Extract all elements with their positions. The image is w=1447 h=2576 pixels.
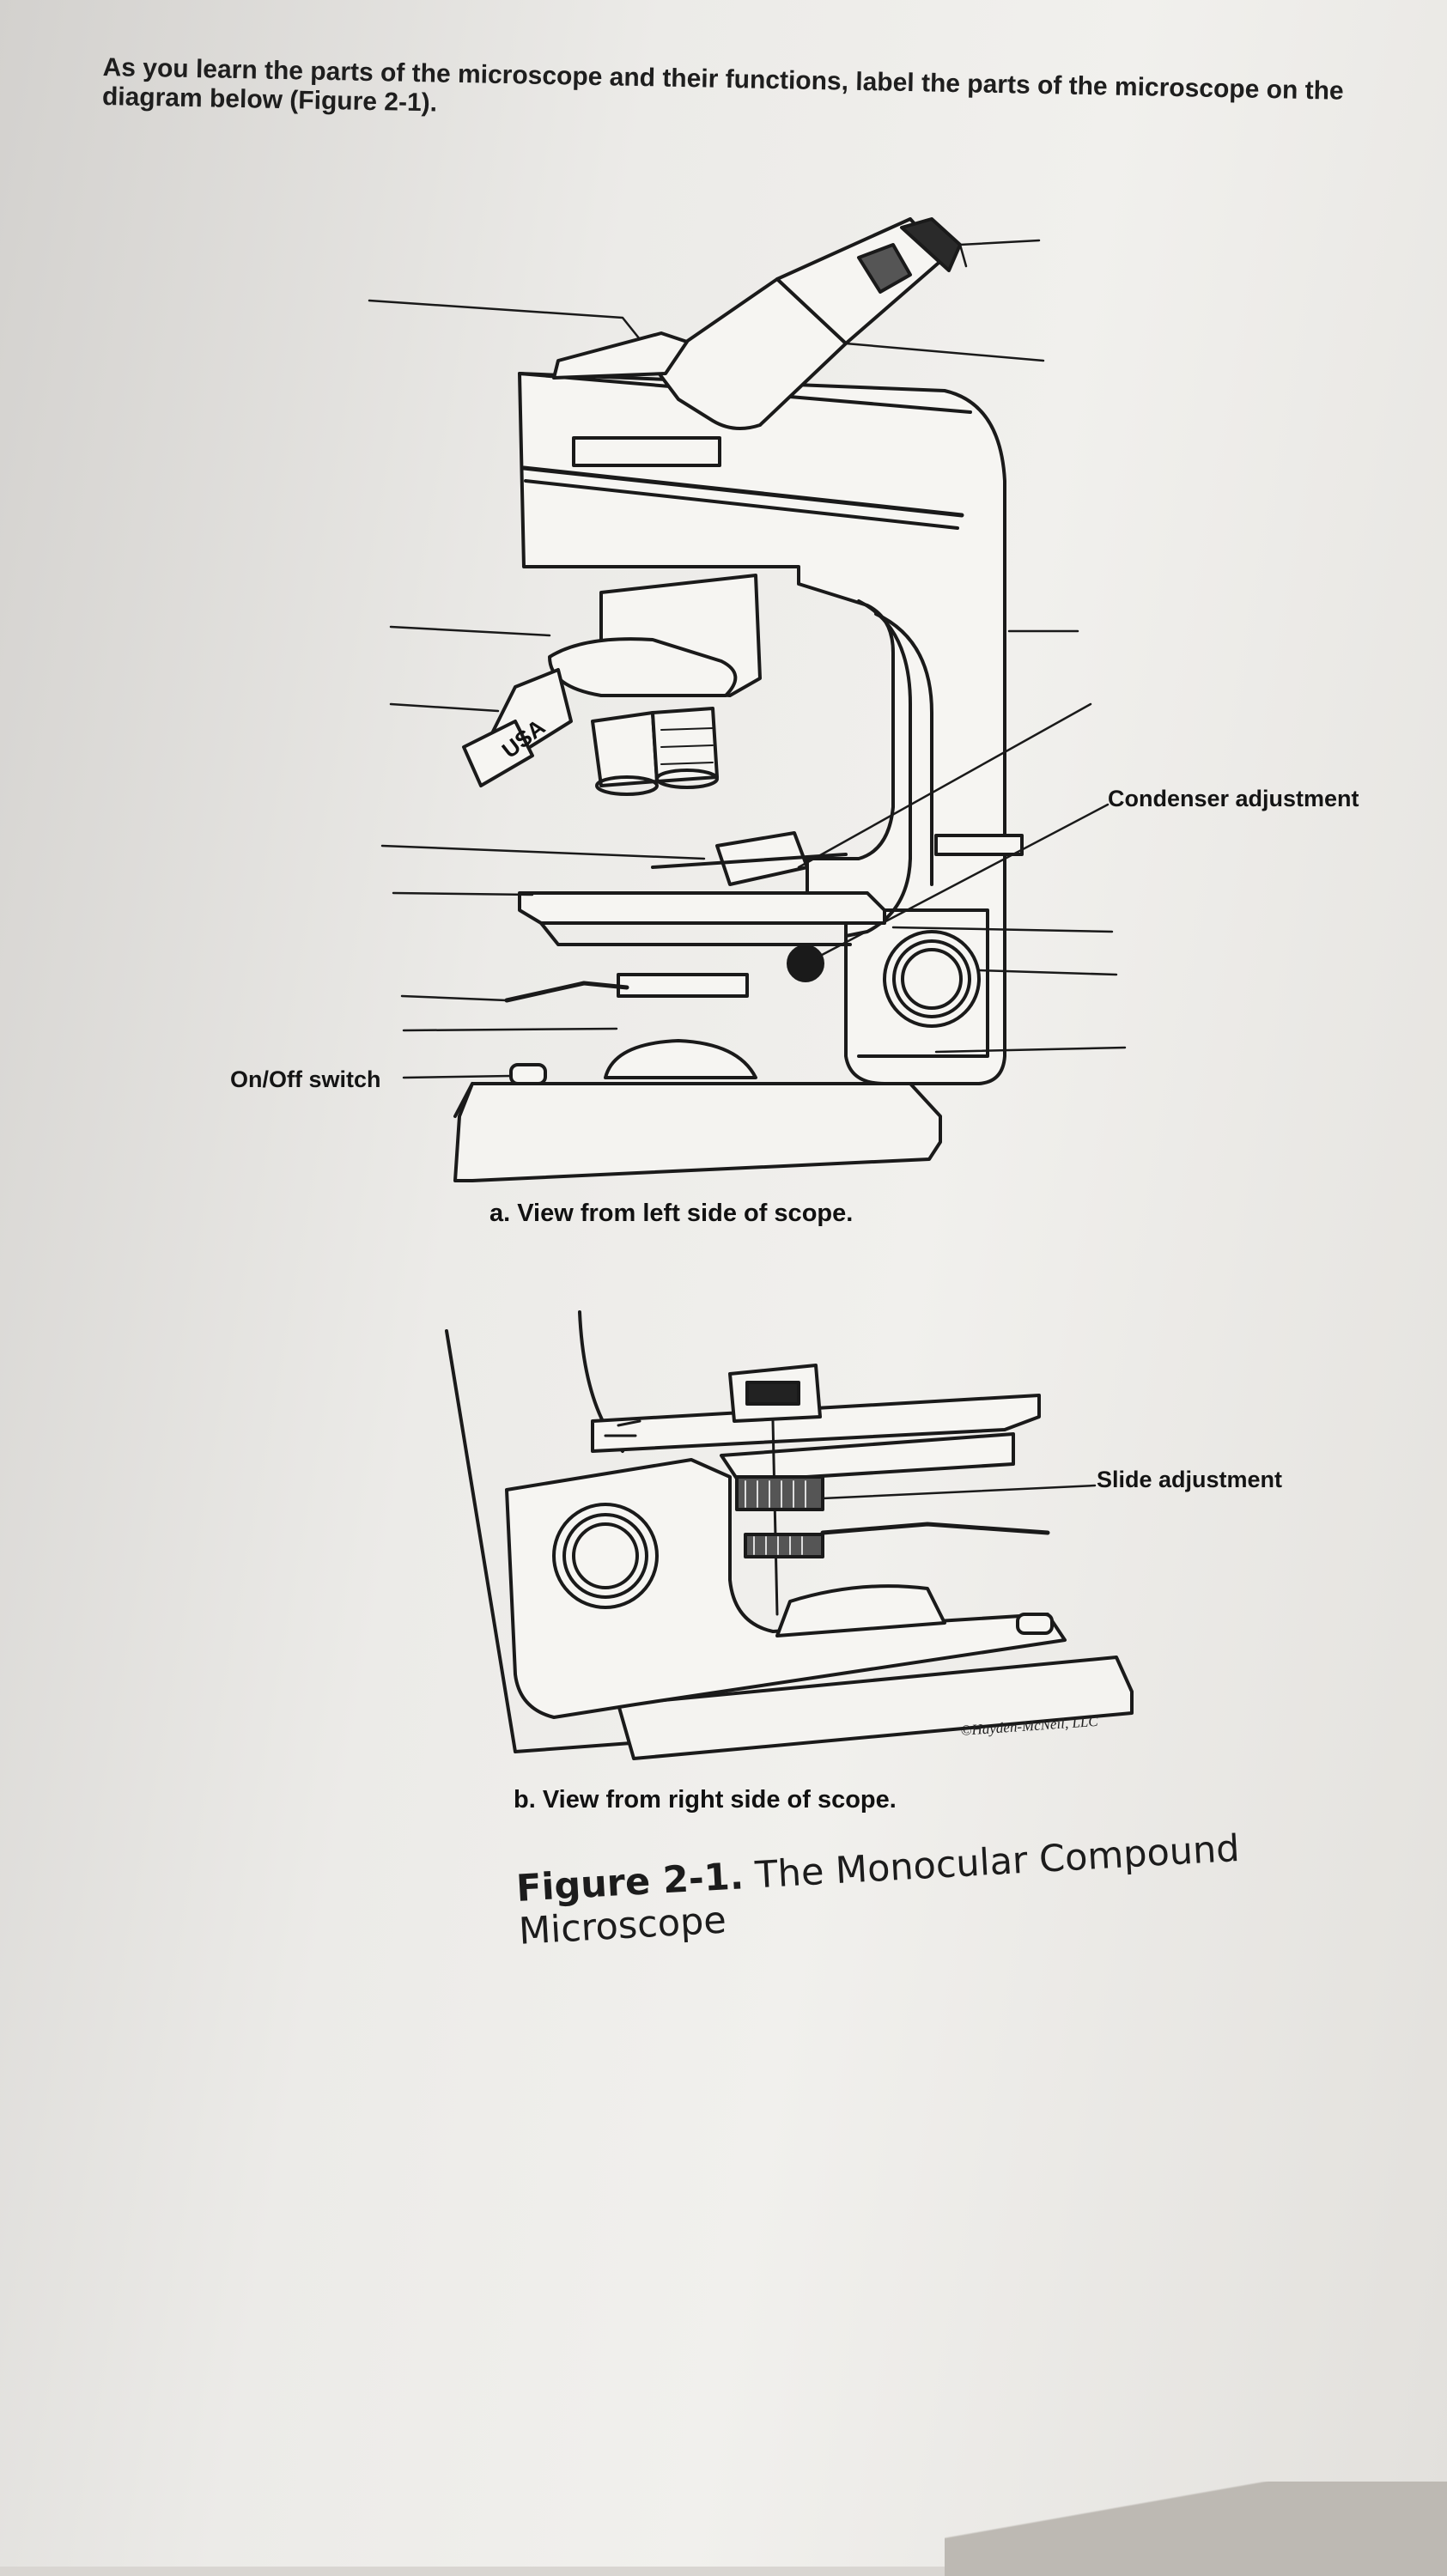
- slide-adjustment-label: Slide adjustment: [1097, 1467, 1283, 1492]
- condenser-knob: [787, 945, 824, 982]
- on-off-switch: [509, 1063, 547, 1085]
- on-off-switch-label: On/Off switch: [230, 1066, 381, 1092]
- label-leader-lines: [368, 239, 1127, 1079]
- light-source: [604, 1039, 757, 1079]
- focus-knob: [883, 930, 981, 1028]
- base: [453, 1082, 942, 1182]
- light-source-right: [775, 1584, 946, 1637]
- condenser-adjustment-label: Condenser adjustment: [1108, 786, 1359, 811]
- slide-adjustment-knob-upper: [735, 1475, 824, 1511]
- objective-lenses: [462, 668, 719, 796]
- arm: [518, 372, 1006, 1085]
- condenser: [617, 973, 749, 998]
- microscope-left-view: USA: [368, 217, 1127, 1182]
- stage-right: [591, 1394, 1041, 1453]
- page-edge-shadow: [945, 2482, 1447, 2576]
- microscope-right-view: [445, 1310, 1134, 1760]
- focus-knob-right: [552, 1503, 659, 1609]
- slide-adjustment-knob-lower: [744, 1533, 824, 1558]
- base-right: [617, 1656, 1134, 1760]
- eyepiece-tube: [651, 277, 848, 430]
- caption-view-b: b. View from right side of scope.: [514, 1786, 897, 1814]
- stage: [518, 891, 886, 925]
- caption-view-a: a. View from left side of scope.: [489, 1200, 854, 1227]
